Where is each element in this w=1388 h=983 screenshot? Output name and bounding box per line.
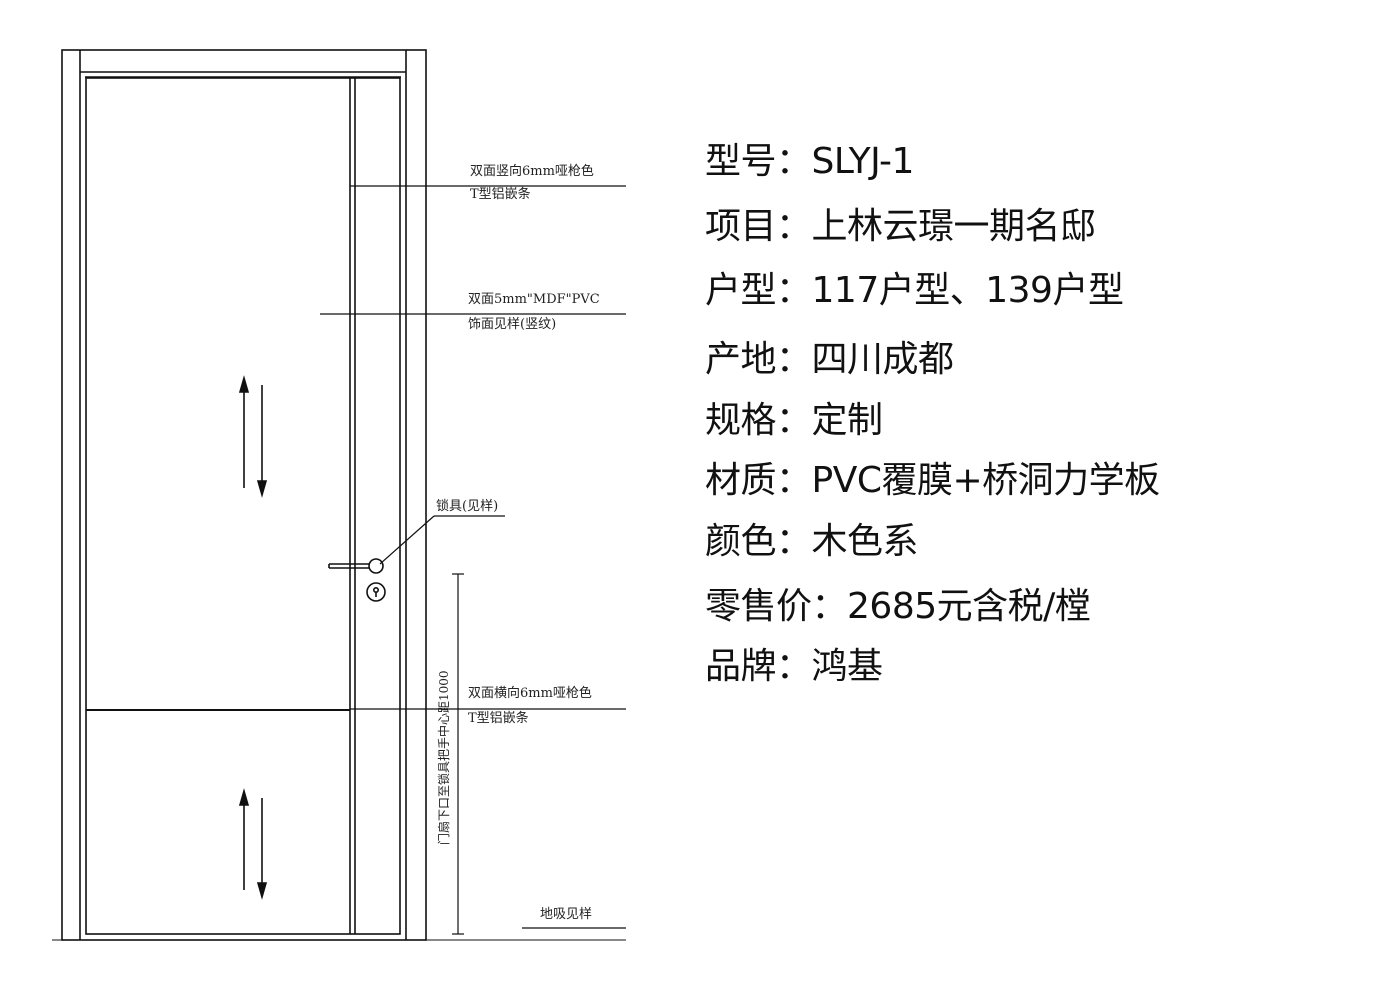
lock-rose (368, 558, 384, 574)
spec-model-label: 型号： (705, 141, 812, 182)
annotation-horizontal-strip-line1: 双面横向6mm哑枪色 (468, 685, 592, 701)
door-leaf (85, 77, 401, 935)
spec-material: 材质：PVC覆膜+桥洞力学板 (705, 459, 1160, 503)
annotation-panel-line2: 饰面见样(竖纹) (468, 317, 556, 332)
annotation-handle-height: 门扇下口至锁具把手中心距1000 (436, 670, 451, 845)
keyhole-icon (372, 586, 379, 593)
spec-color: 颜色：木色系 (705, 520, 1160, 564)
spec-color-label: 颜色： (705, 521, 812, 562)
spec-origin-value: 四川成都 (811, 339, 955, 380)
spec-origin: 产地：四川成都 (705, 338, 1160, 382)
grain-arrows-lower (238, 788, 268, 900)
annotation-vertical-strip-line2: T型铝嵌条 (470, 186, 531, 202)
spec-origin-label: 产地： (705, 339, 812, 380)
spec-material-value: PVC覆膜+桥洞力学板 (811, 460, 1161, 501)
spec-size: 规格：定制 (705, 399, 1160, 443)
annotation-lock: 锁具(见样) (436, 498, 498, 514)
spec-size-label: 规格： (705, 400, 812, 441)
spec-model-value: SLYJ-1 (811, 141, 915, 182)
annotation-panel-line1: 双面5mm"MDF"PVC (468, 292, 600, 307)
spec-unit-type-value: 117户型、139户型 (811, 270, 1124, 311)
spec-project: 项目：上林云璟一期名邸 (705, 205, 1160, 249)
spec-list: 型号：SLYJ-1 项目：上林云璟一期名邸 户型：117户型、139户型 产地：… (705, 140, 1160, 689)
spec-price-value: 2685元含税/樘 (847, 586, 1091, 627)
spec-price-label: 零售价： (705, 586, 848, 627)
spec-unit-type-label: 户型： (705, 270, 812, 311)
grain-arrows-upper (238, 375, 268, 498)
annotation-floor-stop: 地吸见样 (540, 907, 592, 922)
spec-brand-label: 品牌： (705, 646, 812, 687)
leader-lock (379, 515, 435, 565)
spec-material-label: 材质： (705, 460, 812, 501)
annotation-horizontal-strip-line2: T型铝嵌条 (468, 710, 529, 726)
keyhole-escutcheon (366, 582, 386, 602)
spec-project-value: 上林云璟一期名邸 (811, 206, 1097, 247)
spec-brand: 品牌：鸿基 (705, 645, 1160, 689)
spec-color-value: 木色系 (811, 521, 919, 562)
spec-price: 零售价：2685元含税/樘 (705, 585, 1160, 629)
spec-unit-type: 户型：117户型、139户型 (705, 269, 1160, 313)
spec-brand-value: 鸿基 (811, 646, 884, 687)
spec-project-label: 项目： (705, 206, 812, 247)
annotation-vertical-strip-line1: 双面竖向6mm哑枪色 (470, 163, 594, 179)
spec-size-value: 定制 (811, 400, 884, 441)
spec-model: 型号：SLYJ-1 (705, 140, 1160, 184)
